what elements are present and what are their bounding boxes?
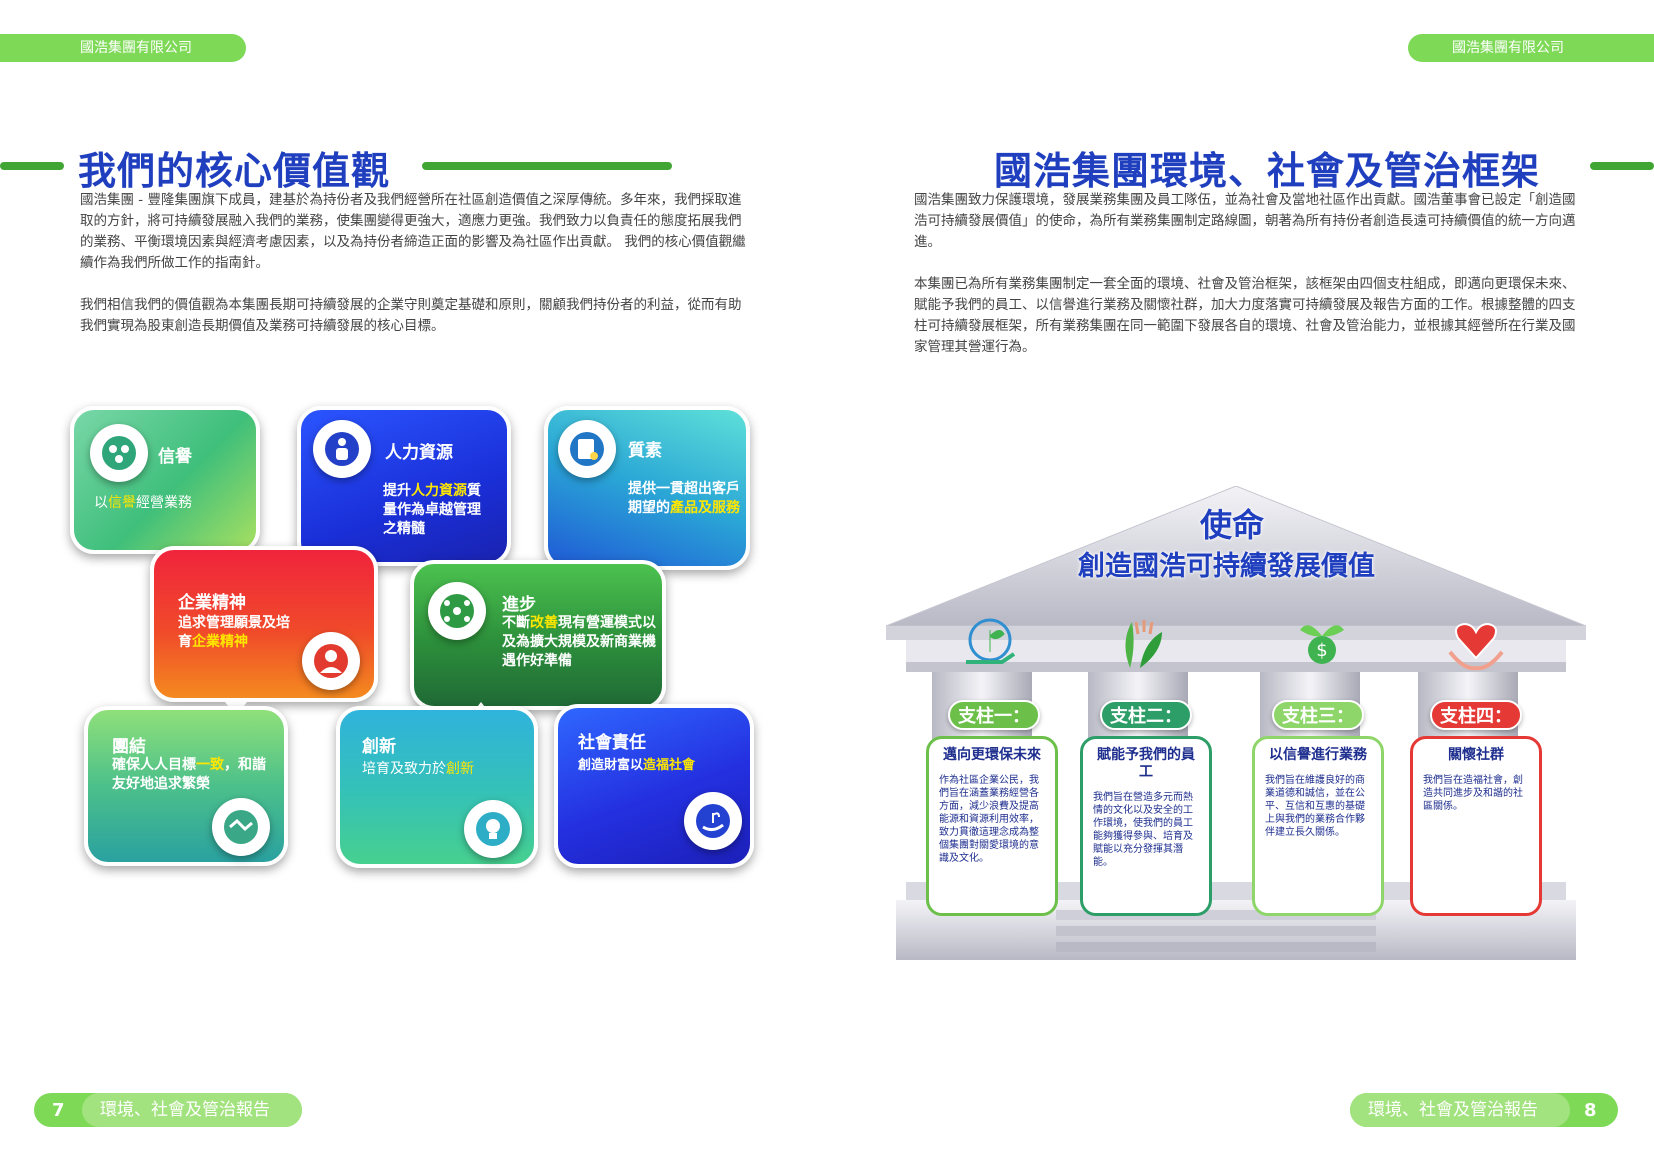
value-card-unity: 團結 確保人人目標一致，和諧友好地追求繁榮 <box>84 706 288 866</box>
pillar-2-text: 我們旨在營造多元而熱情的文化以及安全的工作環境，使我們的員工能夠獲得參與、培育及… <box>1093 792 1193 868</box>
hand-plant-icon <box>684 792 742 850</box>
pillar-3-title: 以信譽進行業務 <box>1269 747 1367 763</box>
footer-right-inner <box>1350 1093 1570 1127</box>
social-desc: 創造財富以造福社會 <box>578 758 696 773</box>
hr-desc: 提升人力資源質量作為卓越管理之精髓 <box>383 483 481 537</box>
page-number-right: 8 <box>1584 1100 1597 1121</box>
header-company-right: 國浩集團有限公司 <box>1408 34 1654 62</box>
handshake-icon <box>212 798 270 856</box>
title-bar-right <box>1590 162 1654 170</box>
pillar-3-text: 我們旨在維護良好的商業道德和誠信，並在公平、互信和互惠的基礎上與我們的業務合作夥… <box>1265 775 1365 838</box>
pillar-1-title: 邁向更環保未來 <box>943 747 1041 763</box>
pillar-4-label: 支柱四： <box>1430 700 1522 730</box>
entrepreneur-desc: 追求管理願景及培育企業精神 <box>178 615 290 650</box>
report-name-left: 環境、社會及管治報告 <box>100 1100 270 1120</box>
pillar-4-text: 我們旨在造福社會，創造共同進步及和諧的社區關係。 <box>1423 775 1523 812</box>
innovation-title: 創新 <box>362 737 396 757</box>
value-card-entrepreneur: 企業精神 追求管理願景及培育企業精神 <box>150 546 378 702</box>
pillar-2-label: 支柱二： <box>1100 700 1192 730</box>
mission-text: 創造國浩可持續發展價值 <box>1078 551 1375 582</box>
unity-desc: 確保人人目標一致，和諧友好地追求繁榮 <box>112 757 266 792</box>
dollar-leaf-icon: $ <box>1290 612 1354 676</box>
core-values-intro: 國浩集團 - 豐隆集團旗下成員，建基於為持份者及我們經營所在社區創造價值之深厚傳… <box>80 192 746 271</box>
pillar-4-box: 關懷社群 我們旨在造福社會，創造共同進步及和諧的社區關係。 <box>1410 736 1542 916</box>
leaves-hands-icon <box>1110 612 1174 676</box>
value-card-quality: 質素 提供一貫超出客戶期望的產品及服務 <box>544 406 750 570</box>
pillar-4-title: 關懷社群 <box>1448 747 1504 763</box>
title-bar-left-b <box>422 162 672 170</box>
esg-framework-desc: 本集團已為所有業務集團制定一套全面的環境、社會及管治框架，該框架由四個支柱組成，… <box>914 276 1576 355</box>
people-icon <box>313 420 371 478</box>
value-card-progress: 進步 不斷改善現有營運模式以及為擴大規模及新商業機遇作好準備 <box>410 560 666 710</box>
pillar-2-box: 賦能予我們的員工 我們旨在營造多元而熱情的文化以及安全的工作環境，使我們的員工能… <box>1080 736 1212 916</box>
quality-desc: 提供一貫超出客戶期望的產品及服務 <box>628 481 740 516</box>
value-card-social: 社會責任 創造財富以造福社會 <box>554 704 754 868</box>
page-number-left: 7 <box>52 1100 65 1121</box>
social-title: 社會責任 <box>578 733 646 753</box>
quality-title: 質素 <box>628 441 662 461</box>
report-name-right: 環境、社會及管治報告 <box>1368 1100 1538 1120</box>
progress-desc: 不斷改善現有營運模式以及為擴大規模及新商業機遇作好準備 <box>502 615 656 669</box>
pillar-2-title: 賦能予我們的員工 <box>1097 747 1195 780</box>
title-bar-left-a <box>0 162 64 170</box>
progress-title: 進步 <box>502 595 536 615</box>
plant-hand-icon <box>958 612 1022 676</box>
pillar-1-box: 邁向更環保未來 作為社區企業公民，我們旨在涵蓋業務經營各方面，減少浪費及提高能源… <box>926 736 1058 916</box>
entrepreneur-title: 企業精神 <box>178 593 246 613</box>
value-card-hr: 人力資源 提升人力資源質量作為卓越管理之精髓 <box>297 406 511 566</box>
value-card-innovation: 創新 培育及致力於創新 <box>336 706 538 868</box>
esg-intro: 國浩集團致力保護環境，發展業務集團及員工隊伍，並為社會及當地社區作出貢獻。國浩董… <box>914 192 1576 250</box>
heart-hands-icon <box>1444 612 1508 676</box>
hr-title: 人力資源 <box>385 443 453 463</box>
integrity-desc: 以信譽經營業務 <box>94 495 192 511</box>
pillar-3-box: 以信譽進行業務 我們旨在維護良好的商業道德和誠信，並在公平、互信和互惠的基礎上與… <box>1252 736 1384 916</box>
header-company-left: 國浩集團有限公司 <box>0 34 246 62</box>
mission-label: 使命 <box>1200 506 1265 544</box>
pillar-1-text: 作為社區企業公民，我們旨在涵蓋業務經營各方面，減少浪費及提高能源和資源利用效率，… <box>939 775 1039 864</box>
esg-framework-title: 國浩集團環境、社會及管治框架 <box>994 149 1541 193</box>
footer-left-inner <box>82 1093 302 1127</box>
value-card-integrity: 信譽 以信譽經營業務 <box>70 406 260 554</box>
unity-title: 團結 <box>112 737 146 757</box>
pillar-3-label: 支柱三： <box>1272 700 1364 730</box>
pillar-1-label: 支柱一： <box>948 700 1040 730</box>
svg-text:$: $ <box>1316 640 1327 661</box>
integrity-icon <box>90 424 148 482</box>
network-icon <box>428 582 486 640</box>
certificate-icon <box>558 420 616 478</box>
integrity-title: 信譽 <box>158 447 192 467</box>
innovation-desc: 培育及致力於創新 <box>362 761 474 777</box>
lightbulb-icon <box>464 800 522 858</box>
core-values-belief: 我們相信我們的價值觀為本集團長期可持續發展的企業守則奠定基礎和原則，關顧我們持份… <box>80 297 742 334</box>
core-values-title: 我們的核心價值觀 <box>78 149 391 193</box>
leader-icon <box>302 632 360 690</box>
